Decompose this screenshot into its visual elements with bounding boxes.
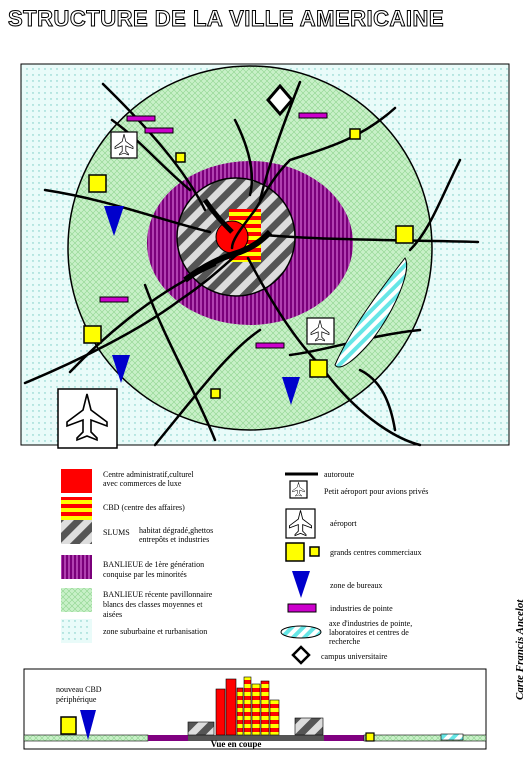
high-tech-industries — [99, 112, 328, 349]
legend-slums-name: SLUMS — [103, 528, 130, 537]
section-label-l2: périphérique — [56, 695, 97, 704]
legend-industries-text: industries de pointe — [330, 604, 393, 613]
legend — [61, 469, 322, 665]
cross-section: nouveau CBD périphérique Vue en coupe — [23, 668, 487, 750]
shopping-centres — [83, 128, 414, 399]
legend-commerciaux-text: grands centres commerciaux — [330, 548, 422, 557]
high-tech-axis — [334, 257, 407, 368]
legend-aeroport-text: aéroport — [330, 519, 357, 528]
legend-bureaux-text: zone de bureaux — [330, 581, 382, 590]
legend-cbd-swatch — [61, 497, 92, 521]
small-airport-icon — [306, 317, 335, 345]
legend-suburbaine-text: zone suburbaine et rurbanisation — [103, 627, 207, 636]
section-label-l1: nouveau CBD — [56, 685, 102, 694]
svg-text:axe d'industries de pointe,lab: axe d'industries de pointe,laboratoires … — [329, 619, 412, 646]
legend-campus-text: campus universitaire — [321, 652, 388, 661]
legend-autoroute-text: autoroute — [324, 470, 355, 479]
office-zones — [104, 206, 300, 405]
map-title: STRUCTURE DE LA VILLE AMERICAINE — [7, 6, 445, 32]
section-title: Vue en coupe — [211, 739, 262, 749]
campus-icon — [266, 83, 294, 117]
urban-motorway — [183, 229, 273, 283]
airport-icon — [57, 388, 118, 449]
legend-cbd-text: CBD (centre des affaires) — [103, 503, 185, 512]
legend-petit-aeroport-text: Petit aéroport pour avions privés — [324, 487, 428, 496]
urban-motorway — [202, 198, 234, 234]
map-credit: Carte Francis Ancelot — [514, 599, 526, 700]
small-airport-icon — [110, 131, 138, 159]
legend-centre-l1: Centre administratif,culturel — [103, 470, 194, 479]
